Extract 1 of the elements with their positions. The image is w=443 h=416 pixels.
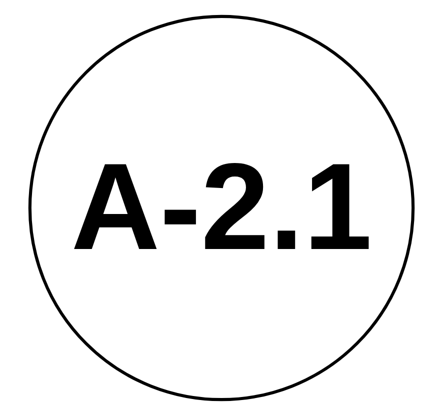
node-circle: A-2.1 <box>28 14 415 402</box>
